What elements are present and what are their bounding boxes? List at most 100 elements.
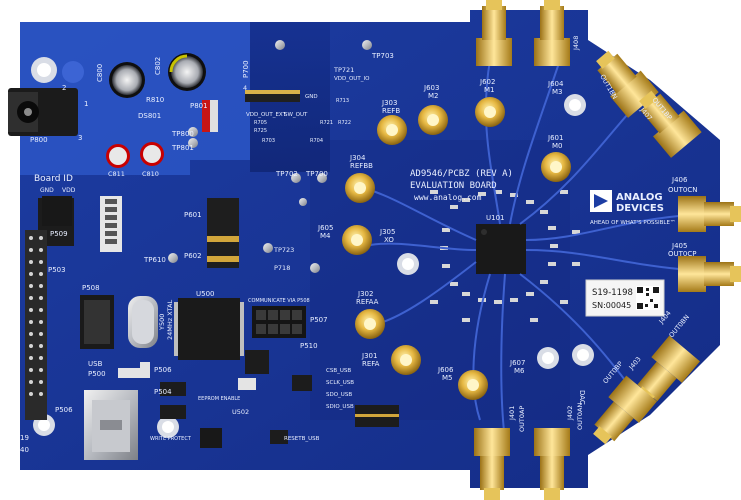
header-p601-p602 — [207, 198, 239, 268]
crystal-y500 — [128, 296, 158, 348]
label-num-1: 1 — [84, 100, 88, 108]
label-tp723: TP723 — [273, 246, 294, 254]
label-r704: R704 — [310, 138, 323, 144]
label-sw-out: SW_OUT — [284, 112, 308, 118]
edge-sma-bottom — [474, 428, 570, 500]
sticker-serial-line1: S19-1198 — [592, 288, 633, 298]
serial-sticker — [585, 279, 665, 317]
label-j304: J304 — [349, 154, 366, 162]
label-j402: J402 — [566, 406, 574, 421]
label-y500: Y500 — [158, 314, 166, 331]
edge-sma-top — [476, 0, 570, 66]
label-p601: P601 — [184, 211, 202, 219]
label-out0cn: OUT0CN — [668, 186, 698, 194]
label-j602: J602 — [479, 78, 495, 86]
label-sdio-usb: SDIO_USB — [326, 404, 354, 410]
label-c800: C800 — [96, 64, 104, 82]
label-p503: P503 — [48, 266, 66, 274]
label-r703: R703 — [262, 138, 275, 144]
label-m3: M3 — [552, 88, 563, 96]
label-out0cp: OUT0CP — [668, 250, 696, 258]
label-u101: U101 — [486, 214, 504, 222]
board-title-line1: AD9546/PCBZ (REV A) — [410, 169, 513, 179]
header-p503 — [25, 230, 47, 420]
mounting-holes — [31, 57, 594, 438]
label-r722: R722 — [338, 120, 351, 126]
label-r705: R705 — [254, 120, 267, 126]
label-m4: M4 — [320, 232, 331, 240]
edge-sma-right — [678, 196, 741, 292]
usb-port — [84, 390, 138, 460]
label-write-protect: WRITE PROTECT — [150, 436, 192, 442]
label-u502: U502 — [232, 408, 249, 416]
label-j303: J303 — [381, 99, 397, 107]
label-j302: J302 — [357, 290, 373, 298]
label-r721: R721 — [320, 120, 333, 126]
label-j606: J606 — [437, 366, 454, 374]
label-u500: U500 — [196, 290, 214, 298]
label-p509: P509 — [50, 230, 68, 238]
label-gnd: GND — [305, 94, 318, 100]
brand-tagline: AHEAD OF WHAT'S POSSIBLE™ — [590, 219, 675, 226]
label-c802: C802 — [154, 57, 162, 75]
label-refb: REFB — [382, 107, 400, 115]
label-m1: M1 — [484, 86, 495, 94]
label-sclk-usb: SCLK_USB — [326, 380, 354, 386]
label-tp721: TP721 — [333, 66, 354, 74]
label-sdo-usb: SDO_USB — [326, 392, 352, 398]
vdd-label: VDD — [62, 187, 76, 194]
label-num-4: 4 — [243, 84, 247, 92]
label-j605: J605 — [317, 224, 333, 232]
label-r725: R725 — [254, 128, 267, 134]
test-points — [168, 40, 372, 273]
header-p801 — [202, 100, 218, 132]
label-j406: J406 — [671, 176, 688, 184]
sma-connectors — [342, 97, 571, 400]
label-c810: C810 — [142, 170, 159, 178]
electrolytic-capacitors — [106, 53, 206, 168]
sticker-serial-line2: SN:00045 — [592, 301, 631, 310]
label-j305: J305 — [379, 228, 395, 236]
label-dac: DAC — [578, 390, 586, 405]
label-tp700: TP700 — [305, 170, 328, 178]
label-num-40: 40 — [20, 446, 29, 454]
label-p507: P507 — [310, 316, 328, 324]
label-j607: J607 — [509, 359, 525, 367]
gnd-label: GND — [40, 187, 54, 194]
label-ds801: DS801 — [138, 112, 161, 120]
label-j401: J401 — [508, 406, 516, 421]
label-m6: M6 — [514, 367, 525, 375]
label-m0: M0 — [552, 142, 563, 150]
brand-name-line1: ANALOG — [616, 192, 663, 203]
label-j405: J405 — [671, 242, 687, 250]
label-num-3: 3 — [78, 134, 82, 142]
label-tp800: TP800 — [171, 130, 194, 138]
label-xo: XO — [384, 236, 394, 244]
label-p500: P500 — [88, 370, 106, 378]
label-j601: J601 — [547, 134, 563, 142]
label-vdd-out-io: VDD_OUT_IO — [334, 76, 370, 82]
label-r810: R810 — [146, 96, 164, 104]
label-p506: P506 — [154, 366, 172, 374]
label-j604: J604 — [547, 80, 564, 88]
label-p800: P800 — [30, 136, 48, 144]
label-p700: P700 — [242, 60, 250, 78]
label-vdd-out-ext: VDD_OUT_EXT — [246, 112, 287, 118]
silkscreen-labels: AD9546/PCBZ (REV A) EVALUATION BOARD www… — [20, 36, 698, 454]
label-refaa: REFAA — [356, 298, 379, 306]
label-num-19: 19 — [20, 434, 29, 442]
label-p504: P504 — [154, 388, 172, 396]
label-tp610: TP610 — [143, 256, 166, 264]
label-p508: P508 — [82, 284, 100, 292]
label-out0an: OUT0AN — [576, 403, 584, 430]
label-p718: P718 — [274, 264, 290, 272]
label-tp703: TP703 — [371, 52, 394, 60]
label-m2: M2 — [428, 92, 439, 100]
label-out0ap: OUT0AP — [518, 406, 526, 432]
label-p506b: P506 — [55, 406, 73, 414]
label-usb: USB — [88, 360, 103, 368]
label-communicate: COMMUNICATE VIA P508 — [248, 298, 310, 304]
label-num-2: 2 — [62, 84, 66, 92]
